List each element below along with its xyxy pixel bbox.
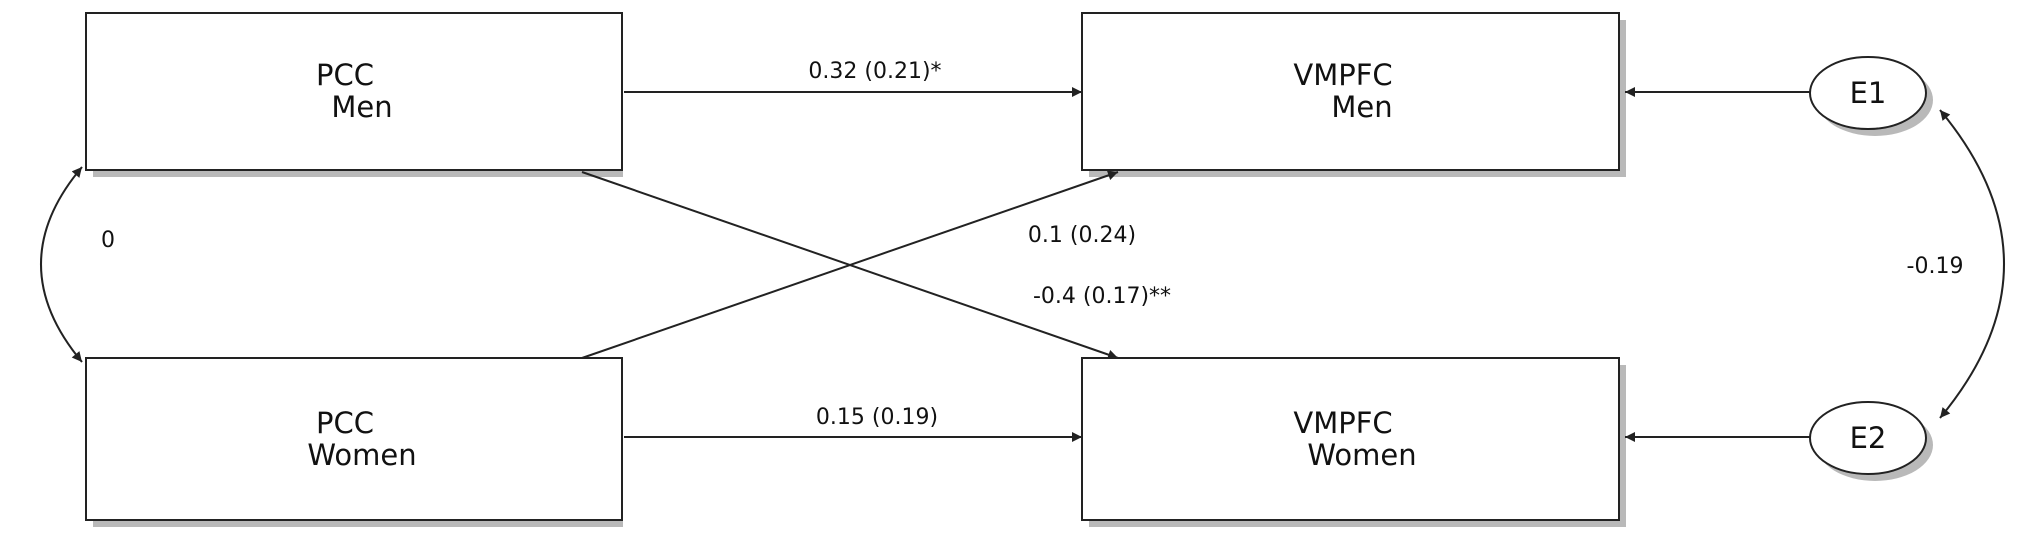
edges (40, 87, 2005, 442)
pcc-women-line2: Women (307, 438, 416, 472)
pcc-men-line1: PCC (316, 58, 374, 92)
node-vmpfc-men: VMPFC Men (1081, 12, 1620, 171)
label-pcc-men-to-vmpfc-women: -0.4 (0.17)** (1033, 284, 1171, 309)
edge-pcc-women-to-vmpfc-men (581, 170, 1119, 359)
node-pcc-men: PCC Men (85, 12, 623, 171)
pcc-men-line2: Men (331, 90, 392, 124)
label-error-covariance: -0.19 (1907, 254, 1964, 279)
covariance-pcc-curve (40, 166, 83, 363)
node-e1: E1 (1809, 56, 1927, 130)
pcc-women-line1: PCC (316, 406, 374, 440)
e2-label: E2 (1850, 421, 1887, 455)
node-vmpfc-women: VMPFC Women (1081, 357, 1620, 521)
e1-label: E1 (1850, 76, 1887, 110)
vmpfc-men-line2: Men (1331, 90, 1392, 124)
label-pcc-men-to-vmpfc-men: 0.32 (0.21)* (808, 59, 941, 84)
label-pcc-women-to-vmpfc-women: 0.15 (0.19) (816, 405, 938, 430)
edge-labels: 0.32 (0.21)* 0.1 (0.24) -0.4 (0.17)** 0.… (101, 59, 1963, 430)
label-pcc-covariance: 0 (101, 228, 115, 253)
vmpfc-men-line1: VMPFC (1293, 58, 1392, 92)
covariance-error-curve (1939, 109, 2005, 419)
vmpfc-women-line1: VMPFC (1293, 406, 1392, 440)
node-pcc-women: PCC Women (85, 357, 623, 521)
node-e2: E2 (1809, 401, 1927, 475)
vmpfc-women-line2: Women (1307, 438, 1416, 472)
label-pcc-women-to-vmpfc-men: 0.1 (0.24) (1028, 223, 1136, 248)
